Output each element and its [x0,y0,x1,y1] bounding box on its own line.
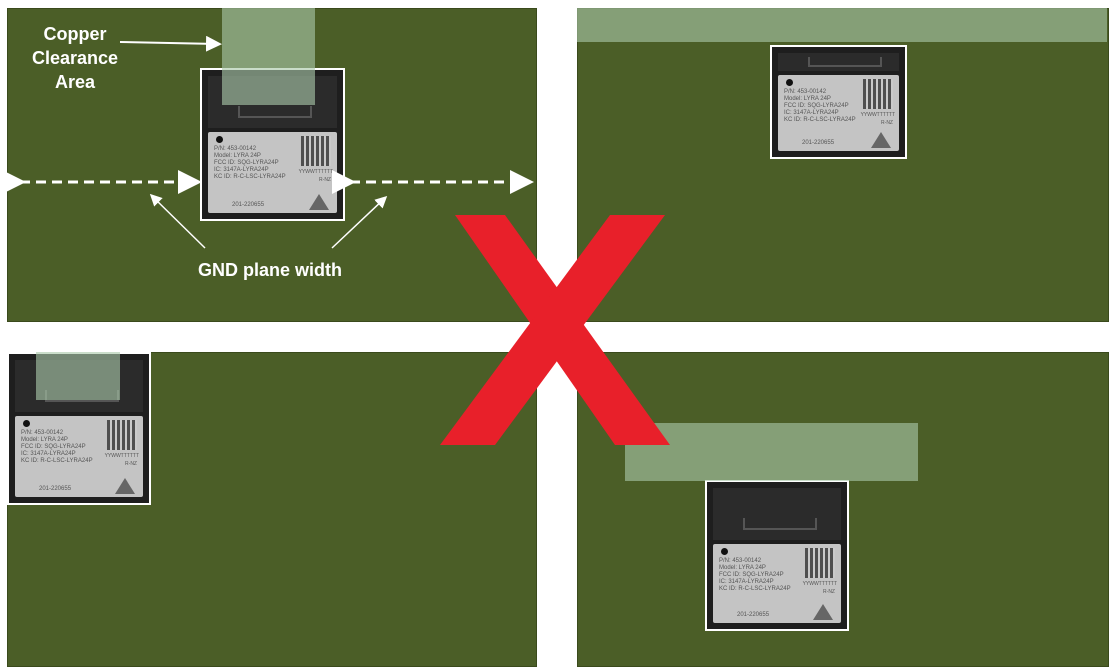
module-label: P/N: 453-00142 Model: LYRA 24P FCC ID: S… [778,75,899,151]
copper-clearance [625,423,918,481]
antenna-trace [808,57,882,67]
antenna-trace [238,106,312,118]
pin1-dot [721,548,728,555]
date-code: YYWWTTTTTT [104,453,139,459]
rnz-mark: R-NZ [823,589,835,595]
module: P/N: 453-00142 Model: LYRA 24P FCC ID: S… [705,480,849,631]
copper-clearance [577,8,1107,42]
rcm-mark-icon [115,478,135,494]
kc-id: KC ID: R-C-LSC-LYRA24P [719,586,791,592]
module-label: P/N: 453-00142 Model: LYRA 24P FCC ID: S… [15,416,143,497]
qr-code-icon [863,79,893,109]
ic-id: IC: 3147A-LYRA24P [719,579,774,585]
pin1-dot [786,79,793,86]
cert-number: 201-220655 [737,612,770,618]
rcm-mark-icon [309,194,329,210]
kc-id: KC ID: R-C-LSC-LYRA24P [21,458,93,464]
module-text: P/N: 453-00142 Model: LYRA 24P FCC ID: S… [214,146,286,181]
copper-clearance-label: Copper Clearance Area [31,24,119,92]
ic-id: IC: 3147A-LYRA24P [214,167,269,173]
ic-id: IC: 3147A-LYRA24P [784,110,839,116]
arrow-icon [331,195,388,249]
arrow-icon [119,35,222,52]
part-number: P/N: 453-00142 [214,146,257,152]
fcc-id: FCC ID: SQG-LYRA24P [719,572,784,578]
rnz-mark: R-NZ [881,120,893,126]
rnz-mark: R-NZ [125,461,137,467]
pin1-dot [216,136,223,143]
model: Model: LYRA 24P [784,96,831,102]
module-label: P/N: 453-00142 Model: LYRA 24P FCC ID: S… [208,132,337,213]
date-code: YYWWTTTTTT [802,581,837,587]
model: Model: LYRA 24P [21,437,68,443]
qr-code-icon [301,136,331,166]
module: P/N: 453-00142 Model: LYRA 24P FCC ID: S… [770,45,907,159]
antenna-area [778,53,899,71]
part-number: P/N: 453-00142 [21,430,64,436]
arrow-icon [149,193,206,249]
antenna-trace [743,518,817,530]
fcc-id: FCC ID: SQG-LYRA24P [784,103,849,109]
model: Model: LYRA 24P [719,565,766,571]
gnd-plane-width-label: GND plane width [198,260,342,280]
antenna-area [713,488,841,540]
copper-clearance [36,352,120,400]
fcc-id: FCC ID: SQG-LYRA24P [214,160,279,166]
fcc-id: FCC ID: SQG-LYRA24P [21,444,86,450]
rcm-mark-icon [871,132,891,148]
kc-id: KC ID: R-C-LSC-LYRA24P [214,174,286,180]
ic-id: IC: 3147A-LYRA24P [21,451,76,457]
cross-mark-icon [440,215,670,445]
date-code: YYWWTTTTTT [860,112,895,118]
module-text: P/N: 453-00142 Model: LYRA 24P FCC ID: S… [784,89,856,124]
date-code: YYWWTTTTTT [298,169,333,175]
cert-number: 201-220655 [232,202,265,208]
part-number: P/N: 453-00142 [784,89,827,95]
cert-number: 201-220655 [802,140,835,146]
qr-code-icon [805,548,835,578]
model: Model: LYRA 24P [214,153,261,159]
module-text: P/N: 453-00142 Model: LYRA 24P FCC ID: S… [719,558,791,593]
module-text: P/N: 453-00142 Model: LYRA 24P FCC ID: S… [21,430,93,465]
pin1-dot [23,420,30,427]
rcm-mark-icon [813,604,833,620]
copper-clearance [222,8,315,105]
kc-id: KC ID: R-C-LSC-LYRA24P [784,117,856,123]
cert-number: 201-220655 [39,486,72,492]
qr-code-icon [107,420,137,450]
rnz-mark: R-NZ [319,177,331,183]
module-label: P/N: 453-00142 Model: LYRA 24P FCC ID: S… [713,544,841,623]
part-number: P/N: 453-00142 [719,558,762,564]
